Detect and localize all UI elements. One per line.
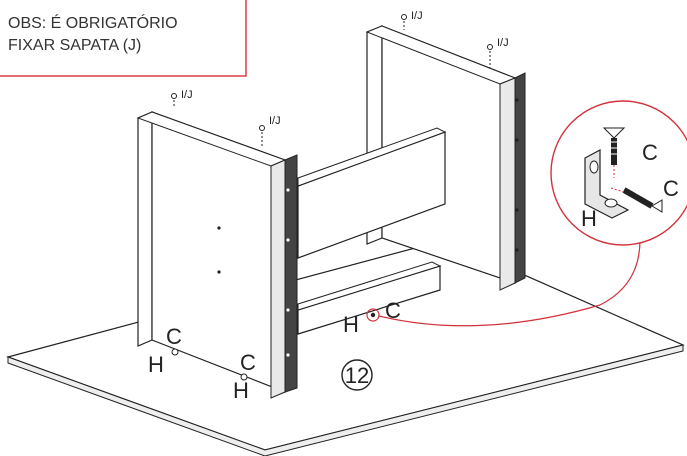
bracket-callout-left: C H: [148, 324, 182, 377]
front-side-panel: [136, 111, 298, 399]
bracket-callout-rail: C H: [343, 298, 401, 337]
lower-rail: [297, 261, 442, 335]
screw-side-icon: [610, 187, 663, 213]
svg-text:I/J: I/J: [269, 115, 281, 127]
upper-rail: [297, 127, 447, 259]
note-box: OBS: É OBRIGATÓRIO FIXAR SAPATA (J): [0, 0, 247, 77]
svg-text:I/J: I/J: [411, 10, 423, 22]
note-line-2: FIXAR SAPATA (J): [8, 37, 141, 54]
svg-text:C: C: [385, 298, 401, 323]
floor-board-edge: [7, 344, 684, 456]
svg-text:H: H: [148, 352, 164, 377]
svg-text:I/J: I/J: [181, 89, 193, 101]
svg-text:H: H: [343, 312, 359, 337]
svg-text:C: C: [166, 324, 182, 349]
svg-text:12: 12: [345, 363, 369, 388]
svg-text:C: C: [642, 140, 658, 165]
floor-board: [5, 239, 685, 451]
svg-text:H: H: [581, 206, 597, 231]
svg-text:H: H: [233, 378, 249, 403]
slot-marker-2: I/J: [259, 115, 281, 148]
screw-top-icon: [602, 127, 626, 178]
step-number-badge: 12: [341, 359, 373, 391]
slot-marker-4: I/J: [487, 37, 509, 68]
detail-leader-line: [378, 239, 641, 327]
slot-marker-3: I/J: [401, 10, 423, 30]
slot-marker-1: I/J: [171, 89, 193, 108]
note-line-1: OBS: É OBRIGATÓRIO: [8, 13, 178, 32]
back-side-panel: [365, 25, 526, 291]
svg-text:C: C: [240, 350, 256, 375]
svg-text:C: C: [663, 176, 679, 201]
bracket-callout-middle: C H: [233, 350, 256, 403]
detail-magnifier: C C H: [550, 100, 687, 246]
svg-text:I/J: I/J: [497, 37, 509, 49]
